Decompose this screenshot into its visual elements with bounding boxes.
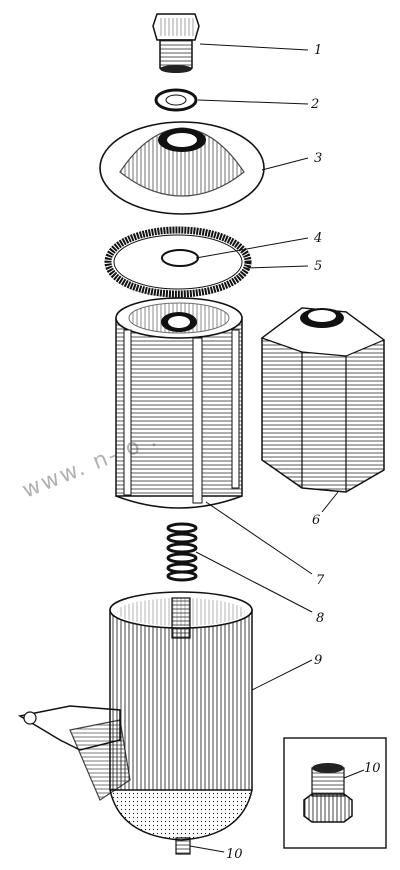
part-5-gasket — [104, 226, 252, 298]
part-7-filter-element — [115, 297, 243, 509]
callout-7: 7 — [316, 573, 325, 588]
part-2-washer — [154, 88, 198, 112]
part-8-spring — [166, 522, 198, 582]
callout-1: 1 — [314, 43, 322, 58]
part-6-hex-element — [260, 307, 386, 493]
callout-4: 4 — [313, 231, 322, 246]
callout-8: 8 — [316, 611, 324, 626]
part-9-housing — [17, 591, 253, 855]
callout-6: 6 — [312, 513, 320, 528]
callout-10: 10 — [226, 847, 243, 862]
part-10-drain-plug-inset — [303, 763, 353, 823]
part-3-cover — [99, 121, 265, 215]
part-1-bolt — [152, 13, 200, 73]
leader-lines — [189, 43, 365, 853]
callout-5: 5 — [314, 259, 322, 274]
callout-9: 9 — [314, 653, 322, 668]
callout-2: 2 — [310, 97, 319, 112]
callout-3: 3 — [314, 151, 322, 166]
part-4-ring — [161, 249, 199, 267]
callout-10-inset: 10 — [364, 761, 381, 776]
